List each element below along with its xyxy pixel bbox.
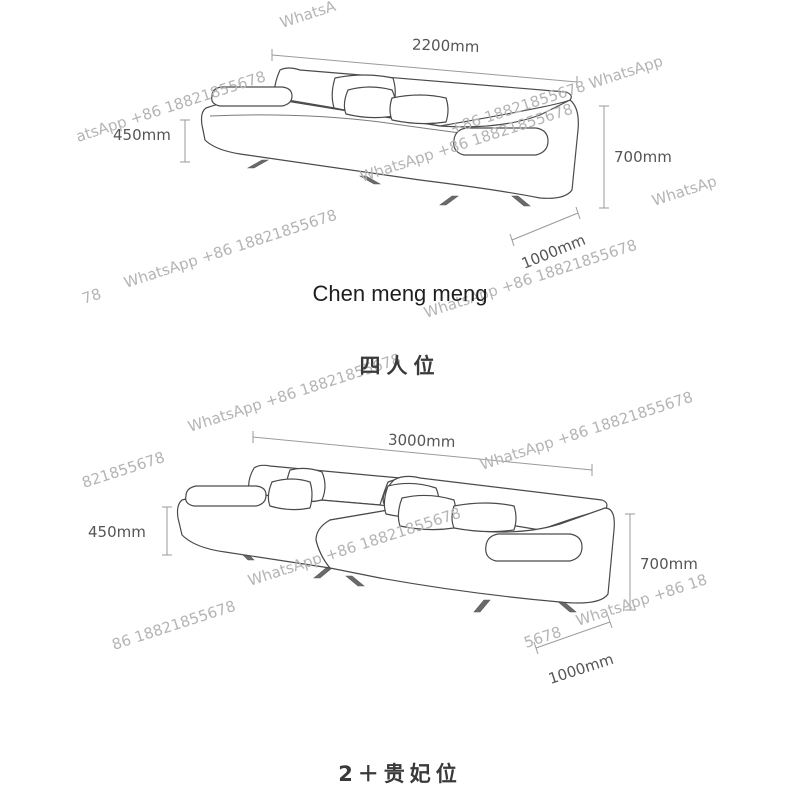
sofa-arm-cushion-right — [453, 127, 549, 156]
sofa-pillow — [389, 94, 449, 125]
sofa-leg — [358, 175, 382, 185]
watermark-text: 78 — [80, 285, 104, 308]
sofa-leg — [439, 195, 459, 206]
two-plus-dimension-lines — [162, 431, 635, 655]
sofa-pillow — [343, 86, 397, 119]
four-seat-width-label: 2200mm — [412, 36, 480, 56]
watermark-text: 5678 — [522, 623, 564, 652]
four-seat-label: 四人位 — [359, 354, 441, 378]
sofa-arm-cushion-right — [485, 533, 583, 562]
watermark-text: WhatsApp +86 18821855678 — [122, 206, 339, 292]
watermark-text: WhatsApp +86 18821855678 — [422, 236, 639, 322]
four-seat-height-label: 700mm — [614, 148, 672, 166]
sofa-base-right — [315, 507, 615, 604]
four-seat-sofa-drawing — [200, 67, 579, 207]
two-plus-seat-height-label: 450mm — [88, 523, 146, 541]
four-seat-dimension-lines — [180, 49, 609, 247]
sofa-leg — [313, 567, 333, 579]
sofa-leg — [345, 575, 365, 587]
watermark-text: WhatsAp — [650, 172, 719, 210]
watermark-text: 86 18821855678 — [110, 597, 238, 654]
sofa-leg — [246, 159, 270, 169]
watermark-text: 821855678 — [80, 448, 167, 492]
sofa-pillow — [451, 502, 517, 533]
sofa-leg — [511, 195, 531, 207]
brand-name: Chen meng meng — [312, 281, 488, 306]
two-plus-height-label: 700mm — [640, 555, 698, 573]
two-plus-chaise-sofa-drawing — [176, 464, 615, 613]
sofa-arm-cushion-left — [211, 86, 293, 107]
watermark-text: WhatsA — [278, 0, 339, 32]
two-plus-width-label: 3000mm — [388, 431, 456, 451]
sofa-arm-cushion-left — [185, 485, 267, 507]
four-seat-seat-height-label: 450mm — [113, 126, 171, 144]
sofa-base — [200, 98, 579, 199]
sofa-pillow — [267, 478, 313, 511]
two-plus-chaise-label: 2＋贵妃位 — [338, 762, 462, 786]
watermark-text: WhatsApp +86 18821855678 — [478, 388, 695, 474]
two-plus-depth-label: 1000mm — [546, 650, 616, 688]
sofa-leg — [473, 599, 491, 613]
